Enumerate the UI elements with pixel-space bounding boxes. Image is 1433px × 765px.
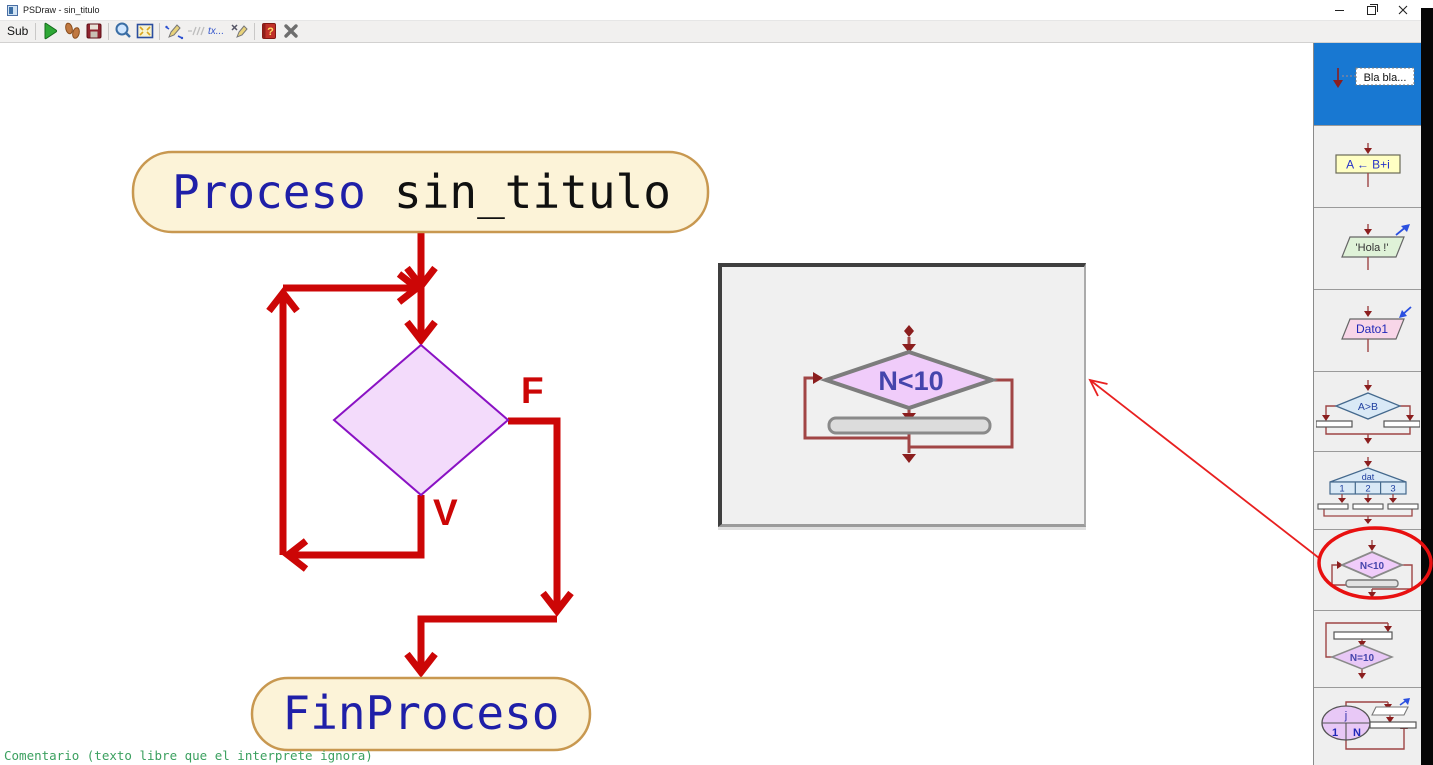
sidebar-item-if[interactable]: A>B <box>1314 372 1421 452</box>
restore-icon <box>1366 3 1378 15</box>
true-branch-label: V <box>433 492 458 533</box>
play-icon <box>44 22 58 40</box>
sidebar-item-assign[interactable]: A ← B+i <box>1314 126 1421 208</box>
fit-view-icon <box>137 23 154 39</box>
false-branch-label: F <box>521 370 544 411</box>
read-label: Dato1 <box>1355 322 1387 336</box>
pencil-arrows-icon <box>165 24 184 40</box>
text-tool-button[interactable]: tx... <box>207 21 229 41</box>
inset-condition-label: N<10 <box>878 366 943 396</box>
for-to-label: N <box>1353 727 1361 739</box>
sidebar-item-comment[interactable]: Bla bla... <box>1314 43 1421 126</box>
inset-arrowheads <box>813 325 916 463</box>
disabled-lines-icon <box>188 26 205 36</box>
minimize-icon <box>1334 9 1344 11</box>
arrowhead-up <box>266 287 300 314</box>
read-pictogram: Dato1 <box>1340 305 1412 352</box>
toolbar-separator <box>159 22 161 40</box>
end-label: FinProceso <box>283 686 560 740</box>
close-tool-button[interactable] <box>280 21 302 41</box>
switch-header-label: dat <box>1361 472 1374 482</box>
inset-body-bar <box>827 416 992 435</box>
window-edge-strip <box>1421 8 1433 765</box>
text-tool-label: tx... <box>208 26 224 37</box>
process-name: sin_titulo <box>394 165 671 219</box>
sidebar-item-switch[interactable]: dat 1 2 3 <box>1314 452 1421 530</box>
toolbar-separator <box>108 22 110 40</box>
fit-view-button[interactable] <box>134 21 156 41</box>
status-hint: Comentario (texto libre que el interpret… <box>4 748 373 763</box>
run-button[interactable] <box>39 21 61 41</box>
help-button[interactable]: ? <box>258 21 280 41</box>
while-pictogram: N<10 <box>1330 540 1413 598</box>
inset-drawing: N<10 <box>803 325 1014 463</box>
app-icon <box>7 4 18 16</box>
close-icon <box>1398 5 1408 15</box>
comment-label: Bla bla... <box>1363 72 1406 84</box>
switch-case-3: 3 <box>1390 483 1395 494</box>
switch-case-2: 2 <box>1365 483 1370 494</box>
toolbar: Sub <box>0 20 1433 43</box>
title-bar: PSDraw - sin_titulo <box>0 0 1433 21</box>
assign-pictogram: A ← B+i <box>1334 142 1401 187</box>
help-question-label: ? <box>267 26 274 38</box>
disabled-tool-button <box>185 21 207 41</box>
assign-label: A ← B+i <box>1346 157 1390 171</box>
process-keyword: Proceso <box>172 165 366 219</box>
sidebar-item-read[interactable]: Dato1 <box>1314 290 1421 372</box>
arrowhead-down <box>540 590 574 617</box>
arrowhead-right <box>396 271 423 305</box>
sidebar-item-repeat[interactable]: N=10 <box>1314 611 1421 688</box>
element-palette: Bla bla... A ← B+i 'Hola !' Dat <box>1313 43 1421 765</box>
restore-button[interactable] <box>1355 0 1387 20</box>
while-element-inset: N<10 <box>718 263 1086 527</box>
while-diamond[interactable] <box>332 343 510 497</box>
edit-delete-button[interactable] <box>229 21 251 41</box>
arrowhead-down <box>404 319 438 346</box>
repeat-label: N=10 <box>1349 653 1374 664</box>
sub-button[interactable]: Sub <box>7 24 29 38</box>
toolbar-separator <box>35 22 37 40</box>
process-end-node[interactable]: FinProceso <box>250 676 592 752</box>
arrowhead-left <box>282 538 309 572</box>
magnifier-icon <box>115 22 132 38</box>
zoom-button[interactable] <box>112 21 134 41</box>
arrowhead-down <box>404 651 438 678</box>
x-tool-icon <box>284 24 299 38</box>
if-pictogram: A>B <box>1315 379 1420 444</box>
help-book-icon: ? <box>262 23 277 39</box>
sidebar-item-write[interactable]: 'Hola !' <box>1314 208 1421 290</box>
text-tool-icon: tx... <box>208 26 224 37</box>
for-from-label: 1 <box>1331 727 1337 739</box>
inset-diamond <box>819 349 999 411</box>
save-button[interactable] <box>83 21 105 41</box>
window-title: PSDraw - sin_titulo <box>23 5 100 15</box>
footprints-icon <box>65 22 81 39</box>
edit-path-button[interactable] <box>163 21 185 41</box>
comment-pictogram: Bla bla... <box>1332 67 1414 88</box>
svg-text:Proceso sin_titulo: Proceso sin_titulo <box>172 165 671 219</box>
window-controls <box>1323 0 1419 20</box>
toolbar-separator <box>254 22 256 40</box>
write-label: 'Hola !' <box>1355 242 1388 254</box>
save-icon <box>86 23 102 39</box>
arrowhead-down <box>404 265 438 292</box>
switch-pictogram: dat 1 2 3 <box>1316 456 1419 524</box>
pencil-x-icon <box>231 24 249 38</box>
minimize-button[interactable] <box>1323 0 1355 20</box>
write-pictogram: 'Hola !' <box>1340 223 1410 270</box>
process-start-node[interactable]: Proceso sin_titulo <box>131 150 710 234</box>
close-button[interactable] <box>1387 0 1419 20</box>
sidebar-item-while[interactable]: N<10 <box>1314 530 1421 611</box>
while-label: N<10 <box>1359 561 1384 572</box>
switch-case-1: 1 <box>1339 483 1344 494</box>
for-pictogram: j 1 N <box>1320 697 1417 750</box>
for-var-label: j <box>1343 710 1346 722</box>
repeat-pictogram: N=10 <box>1324 622 1394 679</box>
flow-lines <box>266 232 574 678</box>
if-label: A>B <box>1357 401 1377 413</box>
sidebar-item-for[interactable]: j 1 N <box>1314 688 1421 765</box>
step-button[interactable] <box>61 21 83 41</box>
